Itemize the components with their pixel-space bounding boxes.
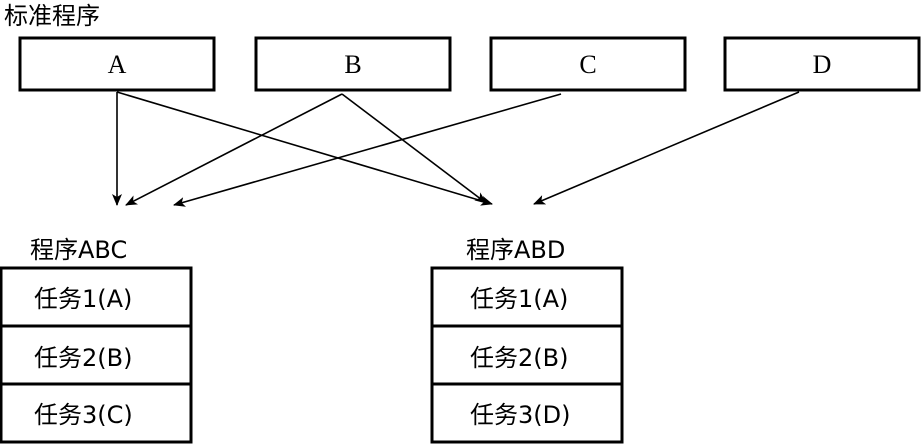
- standard-program-b-label: B: [344, 50, 361, 79]
- standard-program-c: C: [489, 36, 687, 92]
- program-abc-task-1: 任务1(A): [34, 285, 132, 313]
- arrow-d-to-abd: [533, 91, 800, 205]
- program-abd-task-3: 任务3(D): [470, 401, 570, 429]
- program-abc-task-2: 任务2(B): [34, 344, 132, 372]
- standard-program-d: D: [723, 36, 921, 92]
- program-abd-task-table: 任务1(A) 任务2(B) 任务3(D): [430, 266, 624, 444]
- standard-program-c-label: C: [579, 50, 596, 79]
- program-abd-task-1: 任务1(A): [470, 285, 568, 313]
- standard-program-a: A: [18, 36, 216, 92]
- program-abc-title: 程序ABC: [30, 236, 127, 264]
- program-abd-title: 程序ABD: [466, 236, 565, 264]
- standard-program-a-label: A: [108, 50, 127, 79]
- standard-programs-title: 标准程序: [4, 2, 100, 30]
- arrow-b-to-abc: [125, 93, 343, 206]
- program-abd-task-2: 任务2(B): [470, 344, 568, 372]
- standard-program-d-label: D: [813, 50, 832, 79]
- program-abc-task-table: 任务1(A) 任务2(B) 任务3(C): [0, 266, 193, 444]
- arrow-c-to-abc: [173, 93, 562, 207]
- program-abc-task-3: 任务3(C): [34, 401, 133, 429]
- arrow-b-to-abd: [341, 93, 487, 204]
- standard-program-b: B: [254, 36, 452, 92]
- arrow-a-to-abd: [116, 91, 493, 206]
